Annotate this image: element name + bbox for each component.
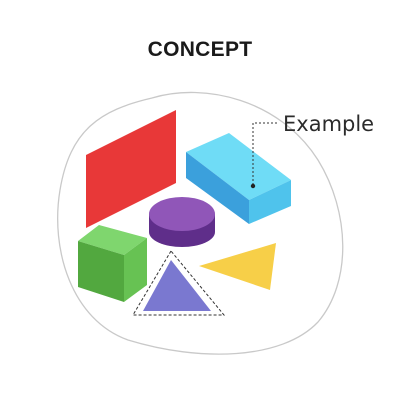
purple-cylinder-shape xyxy=(149,197,215,247)
blue-triangle-shape xyxy=(143,260,211,311)
callout-leader xyxy=(250,122,279,189)
red-parallelogram-shape xyxy=(86,110,176,228)
yellow-triangle-shape xyxy=(199,243,276,290)
blue-box-shape xyxy=(186,133,291,224)
callout-label: Example xyxy=(283,112,375,136)
selection-outline xyxy=(132,250,226,316)
green-cube-shape xyxy=(78,225,147,302)
diagram-title: CONCEPT xyxy=(147,38,253,61)
concept-boundary xyxy=(57,91,344,355)
